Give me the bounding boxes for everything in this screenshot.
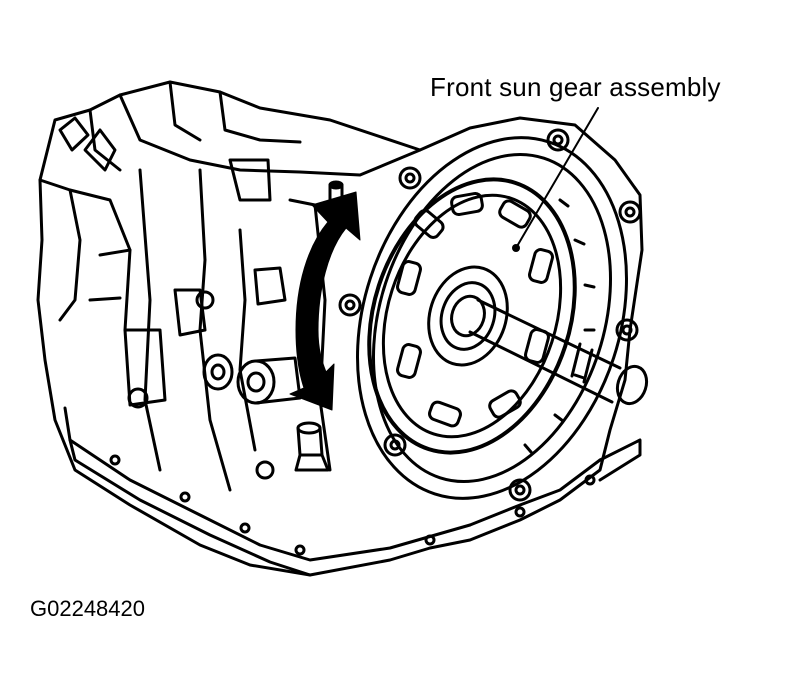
input-shaft [468,298,649,406]
rotation-arrow [289,191,361,411]
figure-code: G02248420 [30,596,145,621]
callout-leader-line [515,107,599,249]
bell-housing-flange [338,128,642,502]
leader-dot [512,244,520,252]
sun-gear-drum [367,177,596,455]
front-sun-gear-label: Front sun gear assembly [430,72,721,102]
transmission-case [36,80,644,577]
